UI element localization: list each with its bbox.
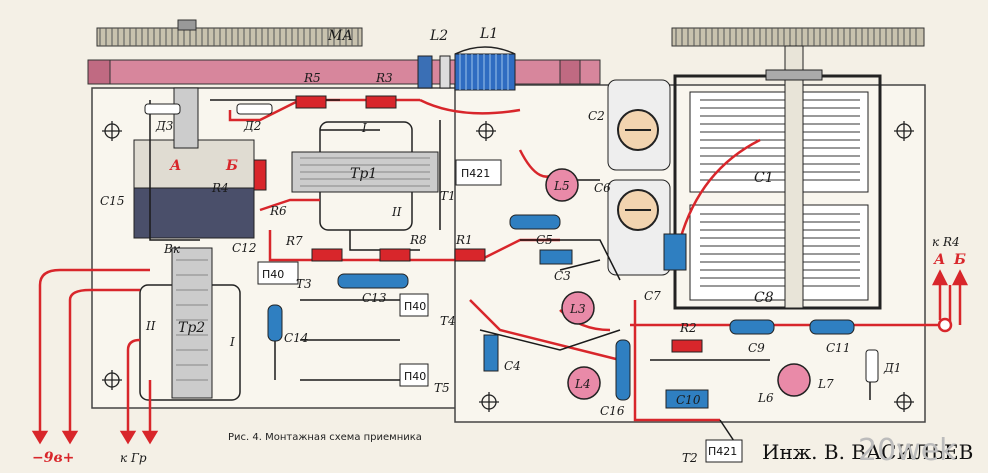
label-a: А <box>169 158 181 174</box>
label-r3: R3 <box>375 71 393 85</box>
label-ma: МА <box>327 28 353 44</box>
label-c4: C4 <box>504 359 521 373</box>
label-l5: L5 <box>553 179 570 193</box>
label-r6: R6 <box>269 204 287 218</box>
ferrite-rod <box>87 59 601 85</box>
watermark: 20wek <box>858 433 957 468</box>
label-t1-type: П421 <box>461 167 490 180</box>
label-t1: T1 <box>440 189 456 203</box>
label-tr2-i: I <box>229 335 235 349</box>
label-l4: L4 <box>574 377 591 391</box>
label-r7: R7 <box>285 234 303 248</box>
red-resistors <box>253 95 703 353</box>
battery-arrows <box>31 430 159 445</box>
label-l1: L1 <box>479 26 498 42</box>
label-r1: R1 <box>455 233 473 247</box>
label-d3: Д3 <box>155 119 174 133</box>
label-t2-type: П421 <box>708 445 737 458</box>
label-c8: C8 <box>754 290 774 306</box>
label-tr1-i: I <box>361 121 367 135</box>
label-t5: T5 <box>434 381 450 395</box>
transformer-tr2 <box>139 247 241 401</box>
trimmer-capacitors <box>607 79 671 276</box>
label-c16: C16 <box>600 404 625 418</box>
transformer-tr1 <box>291 121 439 231</box>
label-vk: Вк <box>163 242 181 256</box>
label-k-gr: к Гр <box>120 451 147 465</box>
label-c7: C7 <box>644 289 661 303</box>
label-l3: L3 <box>569 302 586 316</box>
label-r2: R2 <box>679 321 697 335</box>
white-components <box>144 103 879 383</box>
label-tr1: Тр1 <box>350 166 377 182</box>
figure-caption: Рис. 4. Монтажная схема приемника <box>228 432 422 443</box>
label-c12: C12 <box>232 241 256 255</box>
label-tr2-ii: II <box>145 319 156 333</box>
author-name: Инж. В. ВАСИЛЬЕВ <box>762 440 973 464</box>
label-b: Б <box>225 158 238 174</box>
label-c1: C1 <box>754 170 774 186</box>
antenna-coils <box>417 46 516 91</box>
label-r8: R8 <box>409 233 427 247</box>
output-arrows <box>931 269 969 325</box>
blue-capacitors <box>267 214 855 409</box>
label-t4-type: П40 <box>404 300 426 313</box>
label-tr1-ii: II <box>391 205 402 219</box>
volume-control <box>133 87 255 239</box>
label-c9: C9 <box>748 341 765 355</box>
label-l2: L2 <box>429 28 448 44</box>
label-c10: C10 <box>676 393 701 407</box>
label-t5-type: П40 <box>404 370 426 383</box>
label-d1: Д1 <box>883 361 901 375</box>
label-batt: −9в+ <box>32 450 74 466</box>
pink-coils <box>545 168 811 400</box>
label-c14: C14 <box>284 331 308 345</box>
label-d2: Д2 <box>243 119 261 133</box>
label-t2: T2 <box>682 451 698 465</box>
label-out-a: А <box>933 252 945 268</box>
output-terminal <box>937 317 953 333</box>
label-c2: C2 <box>588 109 605 123</box>
label-l7: L7 <box>817 377 834 391</box>
label-r4-left: R4 <box>211 181 229 195</box>
label-tr2: Тр2 <box>178 320 205 336</box>
label-l6: L6 <box>757 391 774 405</box>
label-t3-type: П40 <box>262 268 284 281</box>
label-c15: C15 <box>100 194 124 208</box>
label-k-r4: к R4 <box>932 235 960 249</box>
label-t4: T4 <box>440 314 456 328</box>
label-c3: C3 <box>554 269 571 283</box>
variable-capacitor <box>673 45 882 310</box>
left-gear <box>96 19 363 47</box>
label-t3: T3 <box>296 277 312 291</box>
label-c13: C13 <box>362 291 387 305</box>
label-r5: R5 <box>303 71 321 85</box>
mounting-holes <box>102 121 914 412</box>
label-out-b: Б <box>953 252 966 268</box>
right-gear <box>671 27 925 47</box>
label-c6: C6 <box>594 181 611 195</box>
label-c5: C5 <box>536 233 553 247</box>
transistors <box>257 159 743 463</box>
label-c11: C11 <box>826 341 850 355</box>
left-board <box>91 87 461 409</box>
